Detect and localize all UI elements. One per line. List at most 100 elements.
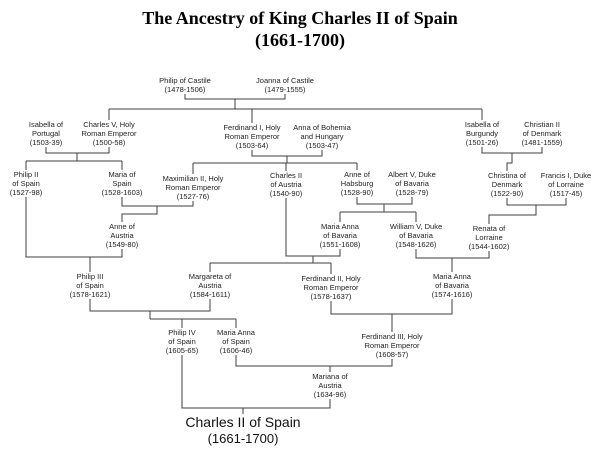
- person-label-line: Philip IV: [168, 328, 196, 337]
- person-label-line: Maria Anna: [433, 272, 471, 281]
- person-label-line: Maria Anna: [321, 222, 359, 231]
- tree-edge: [25, 197, 123, 258]
- person-label-line: (1634-96): [313, 390, 347, 399]
- subject-node: Charles II of Spain (1661-1700): [185, 414, 300, 447]
- title-line-2: (1661-1700): [255, 30, 345, 50]
- person-label-line: Ferdinand III, Holy: [361, 332, 423, 341]
- person-label-line: Anne of: [109, 222, 135, 231]
- person-label-line: (1528-90): [340, 188, 374, 197]
- person-label-line: (1584-1611): [189, 290, 231, 299]
- person-label-line: (1528-1603): [101, 188, 143, 197]
- person-label-line: Charles II: [269, 171, 303, 180]
- title-line-1: The Ancestry of King Charles II of Spain: [142, 8, 458, 28]
- person-label-line: (1503-39): [29, 138, 63, 147]
- person-label-line: (1481-1559): [521, 138, 563, 147]
- person-label-line: (1527-76): [176, 192, 210, 201]
- person-label-line: of Spain: [222, 337, 250, 346]
- person-label-line: Roman Emperor: [81, 129, 137, 138]
- person-label-line: Maria of: [108, 170, 136, 179]
- person-label-line: (1527-98): [9, 188, 43, 197]
- person-label-line: (1528-79): [395, 188, 429, 197]
- person-label-line: and Hungary: [300, 132, 344, 141]
- person-label-line: (1606-46): [219, 346, 253, 355]
- tree-edge: [506, 153, 513, 171]
- person-label-line: Christian II: [524, 120, 560, 129]
- person-label-line: Anne of: [344, 170, 370, 179]
- person-label-line: of Spain: [168, 337, 196, 346]
- person-label-line: (1605-65): [165, 346, 199, 355]
- person-label-line: of Spain: [12, 179, 40, 188]
- diagram-title: The Ancestry of King Charles II of Spain…: [0, 7, 600, 51]
- tree-edge: [181, 355, 331, 409]
- person-label-line: (1578-1637): [310, 292, 352, 301]
- person-node-joanna-of-castile: Joanna of Castile(1479-1555): [256, 76, 314, 94]
- person-label-line: (1578-1621): [69, 290, 111, 299]
- subject-name: Charles II of Spain: [185, 414, 301, 430]
- person-label-line: Albert V, Duke: [388, 170, 436, 179]
- person-label-line: Joanna of Castile: [256, 76, 314, 85]
- person-label-line: Francis I, Duke: [540, 171, 592, 180]
- person-label-line: Philip II: [13, 170, 39, 179]
- person-label-line: Isabella of: [28, 120, 64, 129]
- person-label-line: Ferdinand II, Holy: [301, 274, 361, 283]
- person-label-line: (1574-1616): [431, 290, 473, 299]
- person-label-line: (1517-45): [549, 189, 583, 198]
- person-label-line: of Spain: [76, 281, 104, 290]
- person-label-line: of Denmark: [522, 129, 562, 138]
- tree-edge: [235, 355, 393, 367]
- person-label-line: Maximilian II, Holy: [162, 174, 224, 183]
- person-label-line: (1479-1555): [264, 85, 306, 94]
- person-label-line: Christina of: [488, 171, 526, 180]
- person-label-line: Charles V, Holy: [83, 120, 135, 129]
- person-label-line: Austria: [318, 381, 342, 390]
- person-label-line: (1503-64): [235, 141, 269, 150]
- person-label-line: (1478-1506): [164, 85, 206, 94]
- person-label-line: Roman Emperor: [165, 183, 221, 192]
- person-label-line: Lorraine: [475, 233, 503, 242]
- person-label-line: Isabella of: [464, 120, 500, 129]
- person-label-line: (1549-80): [105, 240, 139, 249]
- person-label-line: (1608-57): [375, 350, 409, 359]
- person-label-line: (1522-90): [490, 189, 524, 198]
- person-label-line: (1501-26): [465, 138, 499, 147]
- person-label-line: Margareta of: [188, 272, 232, 281]
- person-label-line: (1540-90): [269, 189, 303, 198]
- person-label-line: of Bavaria: [399, 231, 433, 240]
- person-label-line: (1544-1602): [468, 242, 510, 251]
- person-label-line: Portugal: [32, 129, 60, 138]
- tree-edge: [121, 206, 158, 222]
- person-label-line: William V, Duke: [389, 222, 443, 231]
- person-label-line: Roman Emperor: [364, 341, 420, 350]
- person-label-line: Mariana of: [312, 372, 348, 381]
- person-label-line: Ferdinand I, Holy: [223, 123, 281, 132]
- person-label-line: of Bavaria: [395, 179, 429, 188]
- person-label-line: (1548-1626): [395, 240, 437, 249]
- tree-edge: [488, 205, 537, 224]
- person-label-line: Renata of: [472, 224, 506, 233]
- person-label-line: (1500-58): [92, 138, 126, 147]
- person-node-philip-of-castile: Philip of Castile(1478-1506): [159, 76, 211, 94]
- person-label-line: Austria: [198, 281, 222, 290]
